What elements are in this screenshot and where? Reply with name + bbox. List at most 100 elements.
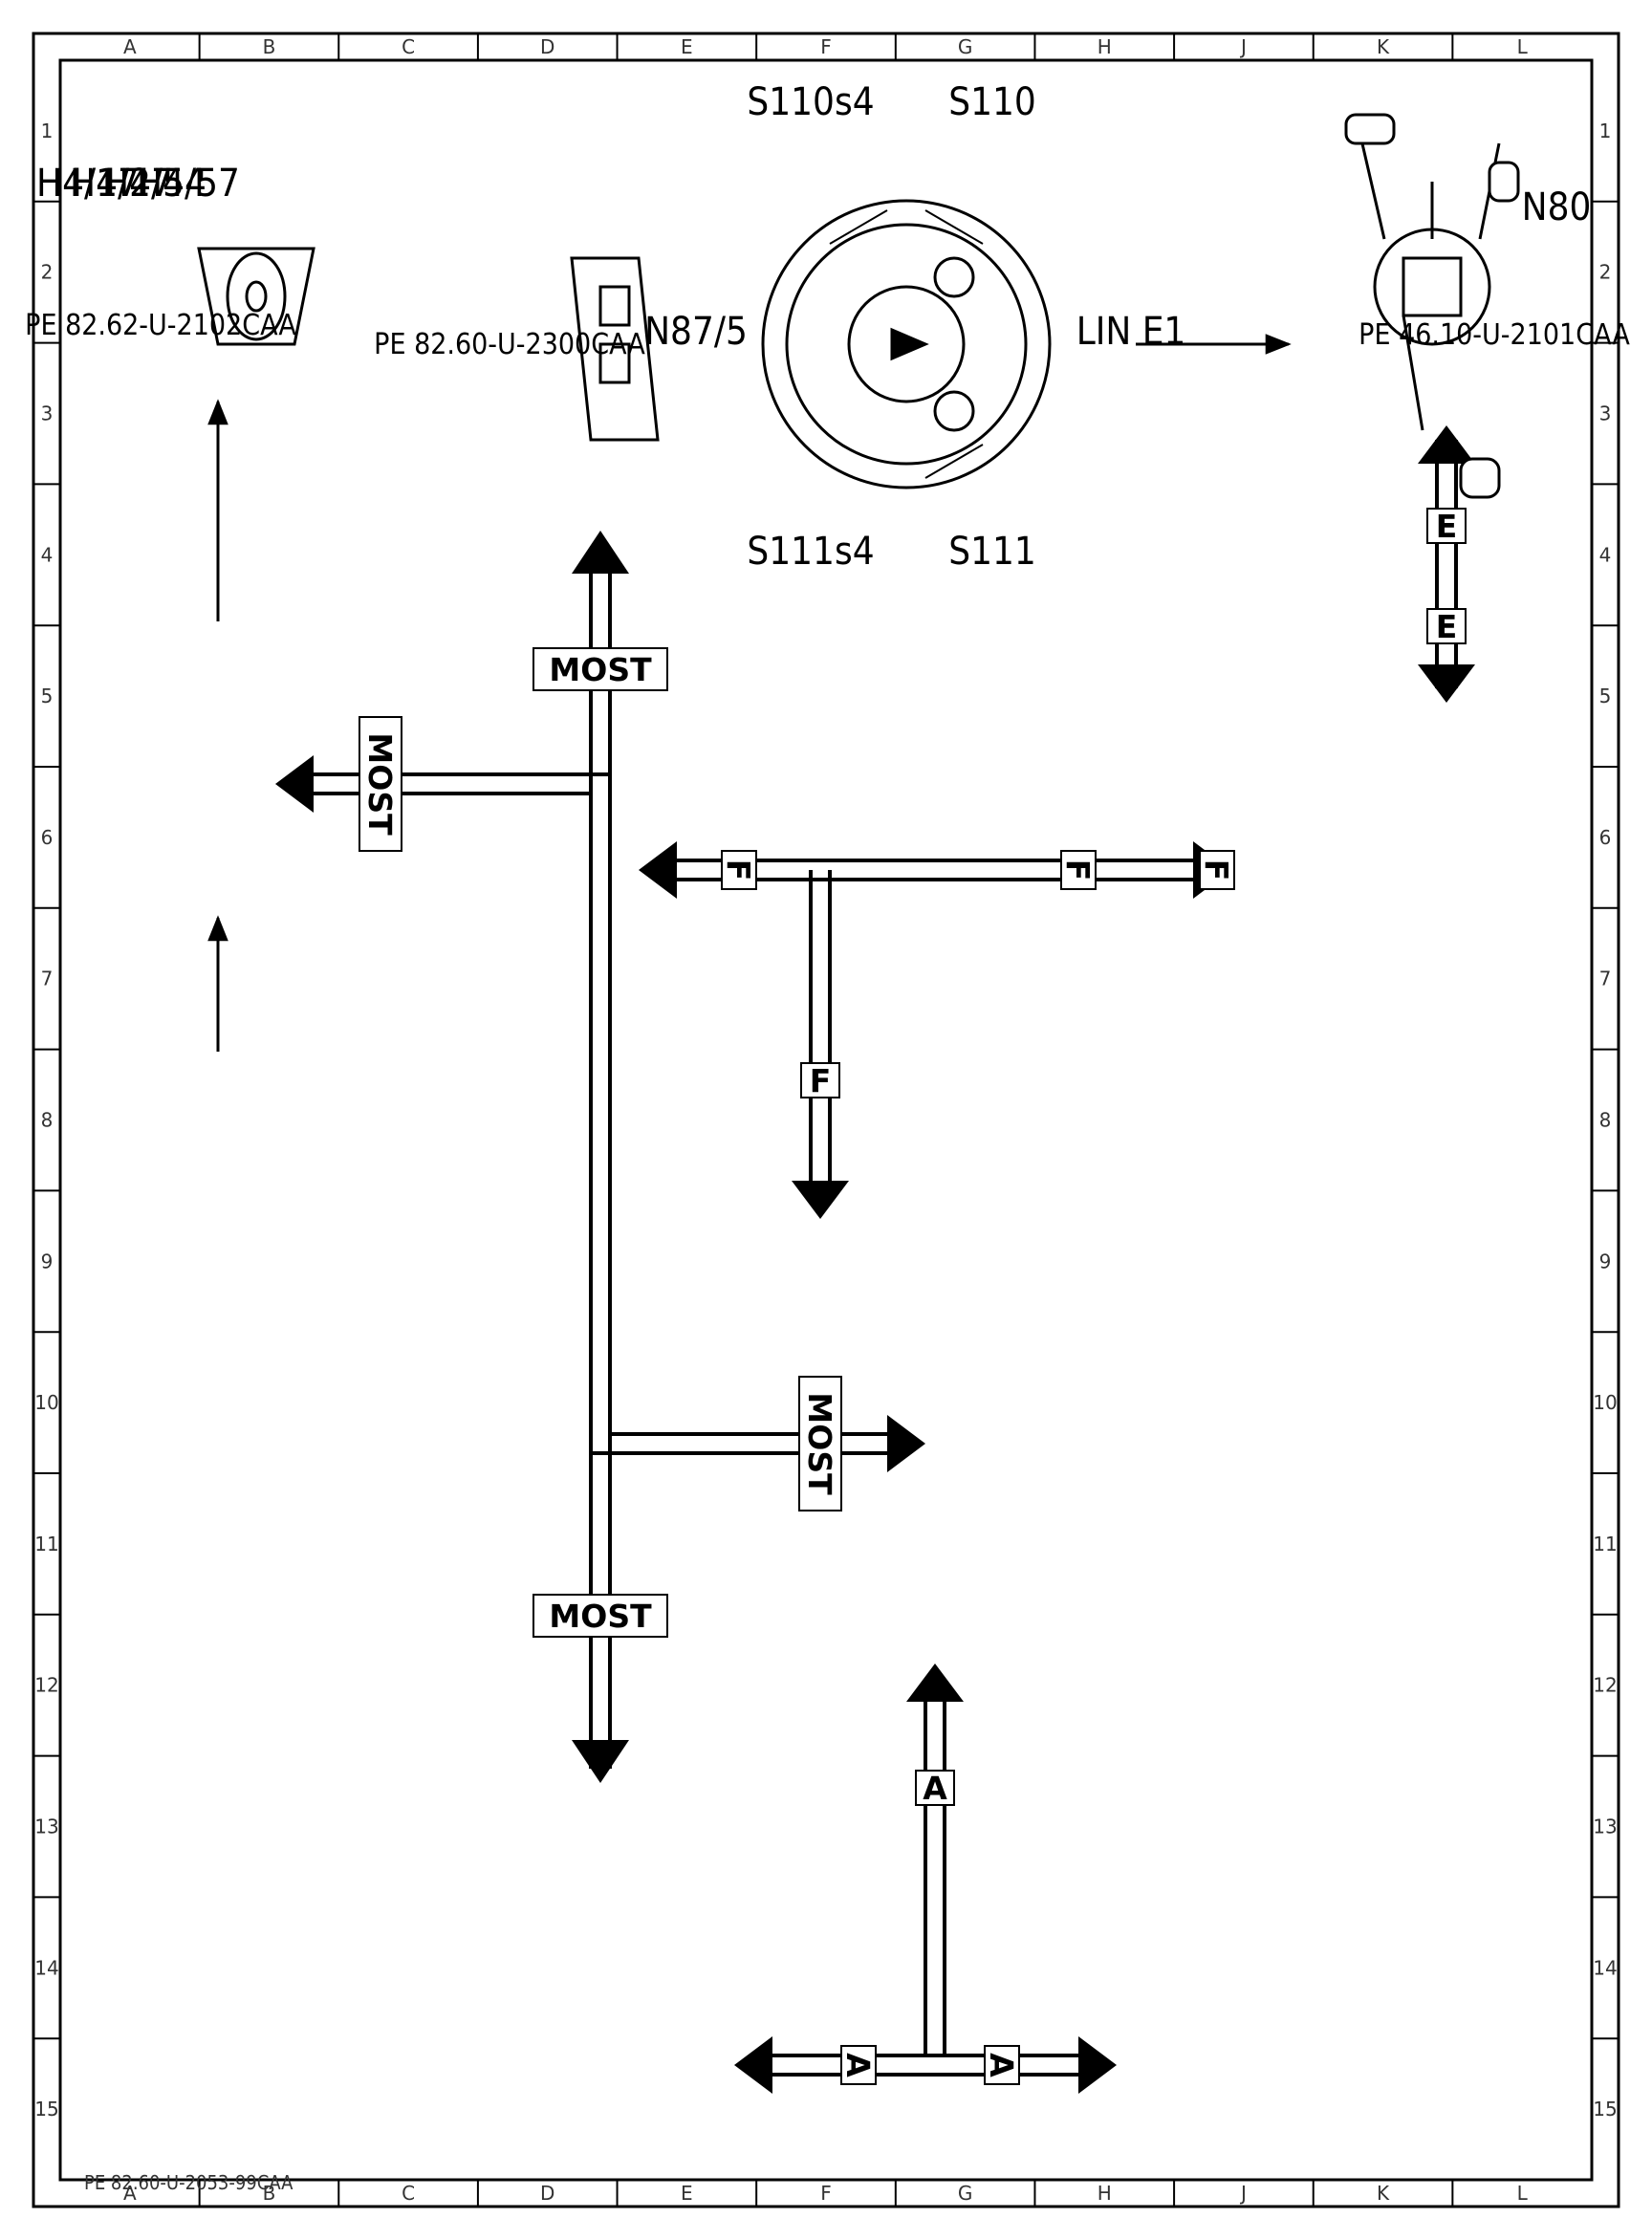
speaker-component xyxy=(197,247,315,346)
grid-label-row-top-2: 2 xyxy=(1599,261,1612,284)
grid-label-row-top-10: 10 xyxy=(1593,1391,1617,1414)
grid-label-col-left-J: J xyxy=(1239,35,1247,58)
s111-label: S111 xyxy=(948,530,1036,574)
grid-label-col-right-G: G xyxy=(958,2182,973,2205)
f-box-1 xyxy=(1060,850,1097,890)
most-box-lower xyxy=(533,1594,668,1638)
grid-label-row-bottom-6: 6 xyxy=(41,826,54,849)
n80-ref: PE 46.10-U-2101CAA xyxy=(1359,318,1630,352)
bus-label-boxes: LIN E1 MOST MOST MOST MOST E E xyxy=(359,310,1467,2085)
f-label-a1: F xyxy=(720,859,757,881)
grid-label-row-top-6: 6 xyxy=(1599,826,1612,849)
most-label-upper: MOST xyxy=(549,651,652,688)
grid-label-row-bottom-14: 14 xyxy=(34,1956,58,1979)
steering-wheel-component xyxy=(761,199,1052,489)
grid-labels: 1122334455667788991010111112121313141415… xyxy=(34,35,1617,2205)
footer-code: PE 82.60-U-2053-99CAA xyxy=(84,2171,293,2194)
most-label-n931: MOST xyxy=(361,732,399,836)
grid-label-row-bottom-12: 12 xyxy=(34,1674,58,1697)
grid-label-col-left-C: C xyxy=(402,35,415,58)
most-label-lower: MOST xyxy=(549,1598,652,1635)
grid-label-row-bottom-1: 1 xyxy=(41,120,54,142)
grid-label-row-top-12: 12 xyxy=(1593,1674,1617,1697)
f-box-a1 xyxy=(721,850,757,890)
grid-label-col-left-K: K xyxy=(1377,35,1390,58)
thin-arrows xyxy=(207,334,1292,1052)
grid-label-col-left-F: F xyxy=(820,35,832,58)
grid-label-row-bottom-13: 13 xyxy=(34,1816,58,1838)
e-arrow-n93 xyxy=(1418,664,1475,703)
e-label-1: E xyxy=(1436,508,1458,545)
speaker-label-4: H4/57 xyxy=(137,162,240,206)
speaker-label-2: H4/27 xyxy=(70,162,173,206)
speaker-labels: H4/17 H4/27 H4/54 H4/57 xyxy=(36,162,240,206)
bus-lines xyxy=(294,440,1458,2077)
most-arrow-a403 xyxy=(887,1415,925,1472)
grid-label-col-right-E: E xyxy=(681,2182,693,2205)
grid-label-col-right-F: F xyxy=(820,2182,832,2205)
grid-label-row-top-3: 3 xyxy=(1599,402,1612,425)
lin-label: LIN E1 xyxy=(1076,310,1186,354)
grid-label-row-top-1: 1 xyxy=(1599,120,1612,142)
grid-ticks xyxy=(33,33,1619,2207)
grid-label-row-top-4: 4 xyxy=(1599,543,1612,566)
speaker-label-3: H4/54 xyxy=(103,162,206,206)
speaker-ref: PE 82.62-U-2102CAA xyxy=(25,309,296,342)
f-box-a403 xyxy=(800,1062,840,1098)
f-label-a403: F xyxy=(810,1062,832,1099)
grid-label-row-bottom-3: 3 xyxy=(41,402,54,425)
grid-label-row-top-7: 7 xyxy=(1599,968,1612,990)
n87-5-ref: PE 82.60-U-2300CAA xyxy=(374,328,645,361)
grid-label-row-bottom-15: 15 xyxy=(34,2098,58,2120)
grid-label-row-bottom-4: 4 xyxy=(41,543,54,566)
f-box-n93 xyxy=(1199,850,1235,890)
grid-label-row-top-14: 14 xyxy=(1593,1956,1617,1979)
grid-label-row-bottom-8: 8 xyxy=(41,1109,54,1132)
a-arrow-a408 xyxy=(734,2036,772,2094)
grid-label-col-left-L: L xyxy=(1517,35,1529,58)
grid-label-col-left-D: D xyxy=(540,35,554,58)
s111s4-label: S111s4 xyxy=(747,530,874,574)
grid-label-row-bottom-5: 5 xyxy=(41,685,54,707)
a-label-a403: A xyxy=(923,1770,947,1807)
grid-label-col-left-B: B xyxy=(263,35,276,58)
most-box-upper xyxy=(533,647,668,691)
inner-frame xyxy=(58,58,1594,2182)
e-arrow-n80 xyxy=(1418,425,1475,464)
n80-label: N80 xyxy=(1522,185,1592,229)
grid-label-row-top-9: 9 xyxy=(1599,1250,1612,1272)
grid-label-row-bottom-2: 2 xyxy=(41,261,54,284)
most-arrow-n931 xyxy=(275,755,314,813)
grid-label-col-left-A: A xyxy=(123,35,137,58)
a-label-a409: A xyxy=(983,2053,1020,2077)
a-box-a408 xyxy=(840,2045,877,2085)
n87-5-label: N87/5 xyxy=(644,310,748,354)
grid-label-col-right-B: B xyxy=(263,2182,276,2205)
most-arrow-n41 xyxy=(572,1740,629,1783)
grid-label-row-top-13: 13 xyxy=(1593,1816,1617,1838)
a-box-a403 xyxy=(915,1770,955,1806)
a-box-a409 xyxy=(984,2045,1020,2085)
grid-label-col-right-J: J xyxy=(1239,2182,1247,2205)
n87-5-component xyxy=(570,256,660,442)
grid-label-col-left-G: G xyxy=(958,35,973,58)
s110s4-label: S110s4 xyxy=(747,80,874,124)
a-arrow-a409 xyxy=(1078,2036,1117,2094)
f-arrow-a1 xyxy=(639,841,677,899)
e-box-2 xyxy=(1426,608,1467,644)
s110-label: S110 xyxy=(948,80,1036,124)
most-label-a403: MOST xyxy=(801,1392,838,1495)
outer-frame xyxy=(32,32,1620,2208)
grid-label-col-left-E: E xyxy=(681,35,693,58)
grid-label-row-bottom-9: 9 xyxy=(41,1250,54,1272)
most-arrow-n87 xyxy=(572,531,629,574)
grid-label-col-right-A: A xyxy=(123,2182,137,2205)
grid-label-col-left-H: H xyxy=(1098,35,1112,58)
n80-component xyxy=(1344,113,1520,499)
grid-label-col-right-K: K xyxy=(1377,2182,1390,2205)
most-box-n931 xyxy=(359,716,402,852)
a-arrow-a403 xyxy=(906,1664,964,1702)
grid-label-col-right-C: C xyxy=(402,2182,415,2205)
grid-label-row-bottom-10: 10 xyxy=(34,1391,58,1414)
